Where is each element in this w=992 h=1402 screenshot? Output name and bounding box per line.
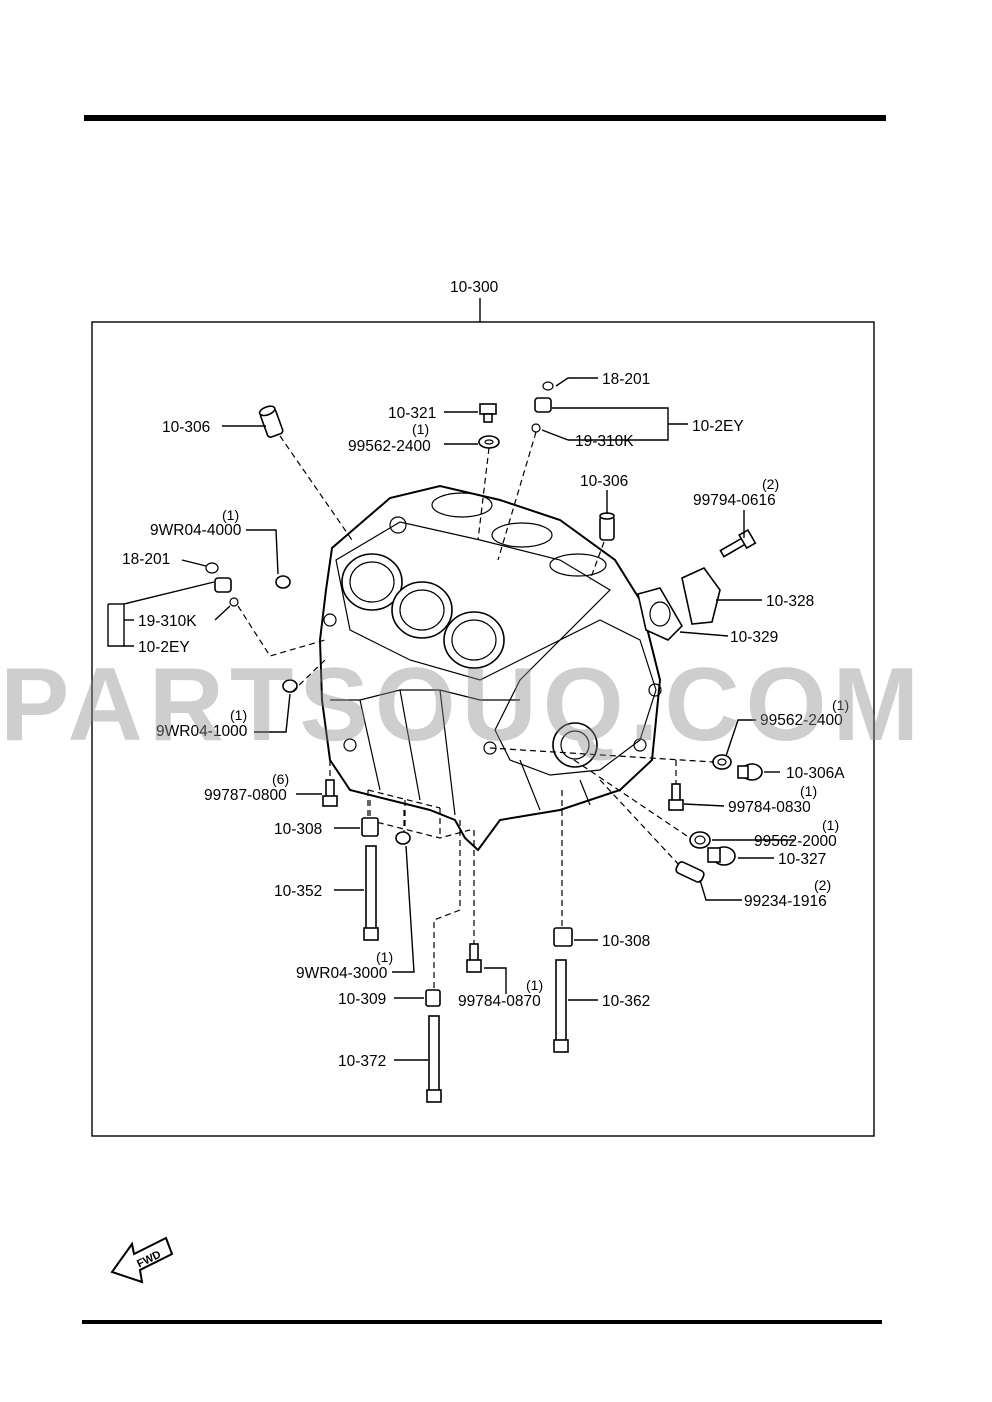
- callout-10-2ey-left[interactable]: 10-2EY: [138, 639, 190, 656]
- callout-10-372[interactable]: 10-372: [338, 1053, 386, 1070]
- callout-9wr04-1000[interactable]: 9WR04-1000: [156, 723, 248, 740]
- callout-10-306-left[interactable]: 10-306: [162, 419, 210, 436]
- callout-99784-0830[interactable]: 99784-0830: [728, 799, 811, 816]
- callout-10-321[interactable]: 10-321: [388, 405, 436, 422]
- qty-99234-1916: (2): [814, 877, 831, 893]
- callout-10-308-left[interactable]: 10-308: [274, 821, 322, 838]
- callout-99784-0870[interactable]: 99784-0870: [458, 993, 541, 1010]
- callout-10-309[interactable]: 10-309: [338, 991, 386, 1008]
- callout-18-201-top[interactable]: 18-201: [602, 371, 650, 388]
- assembly-frame: [91, 321, 875, 1137]
- callout-10-362[interactable]: 10-362: [602, 993, 650, 1010]
- qty-9wr04-1000: (1): [230, 707, 247, 723]
- cylinder-block: [318, 484, 662, 852]
- callout-9wr04-4000[interactable]: 9WR04-4000: [150, 522, 242, 539]
- callout-10-329[interactable]: 10-329: [730, 629, 778, 646]
- callout-99562-2400-right[interactable]: 99562-2400: [760, 712, 843, 729]
- callout-10-306-mid[interactable]: 10-306: [580, 473, 628, 490]
- qty-9wr04-3000: (1): [376, 949, 393, 965]
- callout-99562-2000[interactable]: 99562-2000: [754, 833, 837, 850]
- callout-10-2ey-top[interactable]: 10-2EY: [692, 418, 744, 435]
- watermark: PARTSOUQ.COM: [0, 647, 925, 763]
- callout-10-327[interactable]: 10-327: [778, 851, 826, 868]
- callout-99562-2400-top[interactable]: 99562-2400: [348, 438, 431, 455]
- qty-99562-2000: (1): [822, 817, 839, 833]
- callout-99787-0800[interactable]: 99787-0800: [204, 787, 287, 804]
- qty-99562-2400-top: (1): [412, 421, 429, 437]
- callout-10-308-right[interactable]: 10-308: [602, 933, 650, 950]
- qty-9wr04-4000: (1): [222, 507, 239, 523]
- callout-19-310k-left[interactable]: 19-310K: [138, 613, 197, 630]
- qty-99794-0616: (2): [762, 476, 779, 492]
- callout-18-201-left[interactable]: 18-201: [122, 551, 170, 568]
- part-drawings: [205, 381, 763, 1103]
- qty-99562-2400-right: (1): [832, 697, 849, 713]
- callout-10-352[interactable]: 10-352: [274, 883, 322, 900]
- callout-99234-1916[interactable]: 99234-1916: [744, 893, 827, 910]
- callout-19-310k-top[interactable]: 19-310K: [575, 433, 634, 450]
- qty-99784-0870: (1): [526, 977, 543, 993]
- assembly-number[interactable]: 10-300: [450, 279, 499, 296]
- bottom-rule: [82, 1320, 882, 1324]
- callout-9wr04-3000[interactable]: 9WR04-3000: [296, 965, 388, 982]
- top-rule: [84, 115, 886, 121]
- callout-99794-0616[interactable]: 99794-0616: [693, 492, 776, 509]
- callout-10-306a[interactable]: 10-306A: [786, 765, 845, 782]
- assembly-lines: [237, 431, 715, 990]
- fwd-arrow-icon: FWD: [110, 1236, 174, 1284]
- qty-99784-0830: (1): [800, 783, 817, 799]
- callout-labels: 18-201 10-321 (1) 99562-2400 10-2EY 19-3…: [122, 371, 849, 1070]
- callout-10-328[interactable]: 10-328: [766, 593, 814, 610]
- leader-lines: [107, 377, 794, 1061]
- qty-99787-0800: (6): [272, 771, 289, 787]
